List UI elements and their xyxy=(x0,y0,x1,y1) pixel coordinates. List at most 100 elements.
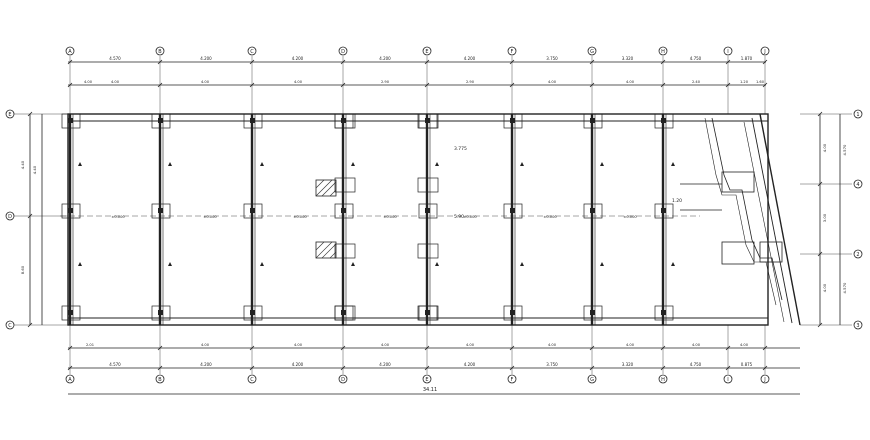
grid-label-top-H: H xyxy=(661,49,665,55)
dim-tick xyxy=(725,59,731,65)
column-pad-6-0 xyxy=(583,113,603,129)
left-dim-2: 8.60 xyxy=(20,265,25,274)
marker-3-1 xyxy=(351,262,355,266)
column-pad-5-1 xyxy=(503,203,523,219)
marker-4-1 xyxy=(435,262,439,266)
column-core-7-2 xyxy=(661,310,666,315)
bottom-spacing-2: 4.200 xyxy=(292,362,304,367)
grid-label-bottom-H: H xyxy=(661,377,665,383)
bottom-spacing-0: 4.570 xyxy=(109,362,121,367)
column-core-6-0 xyxy=(590,118,595,123)
column-pad-5-0 xyxy=(503,113,523,129)
dim-tick xyxy=(817,111,823,117)
column-core-3-0 xyxy=(341,118,346,123)
column-core-7-1 xyxy=(661,208,666,213)
dim-tick xyxy=(424,59,430,65)
top-spacing-6: 3.320 xyxy=(622,56,634,61)
column-core-1-1 xyxy=(158,208,163,213)
bottom-detail-dim-4: 4.00 xyxy=(466,343,475,347)
grid-label-bottom-E: E xyxy=(425,377,428,383)
bottom-spacing-8: 0.875 xyxy=(741,362,753,367)
dim-tick xyxy=(340,365,346,371)
dim-tick xyxy=(509,59,515,65)
bottom-detail-dim-0: 2.01 xyxy=(86,343,94,347)
dim-tick xyxy=(157,59,163,65)
small-room-2 xyxy=(721,241,755,265)
dim-tick xyxy=(67,59,73,65)
grid-label-bottom-F-circle xyxy=(507,374,517,384)
column-pad-5-2 xyxy=(503,305,523,321)
grid-label-bottom-F: F xyxy=(511,377,514,383)
left-dim-1: 4.40 xyxy=(32,165,37,174)
dim-tick xyxy=(157,82,163,88)
grid-label-top-G: G xyxy=(590,49,594,55)
dim-tick xyxy=(762,345,768,351)
grid-label-right-2-circle xyxy=(853,249,863,259)
column-pad-4-1 xyxy=(418,203,438,219)
grid-label-top-F: F xyxy=(511,49,514,55)
dim-tick xyxy=(762,59,768,65)
bottom-spacing-7: 4.750 xyxy=(690,362,702,367)
column-core-0-1 xyxy=(68,208,73,213)
dim-tick xyxy=(340,59,346,65)
marker-6-0 xyxy=(600,162,604,166)
grid-label-right-3: 3 xyxy=(856,323,859,329)
top-detail-dim-6: 4.00 xyxy=(548,80,557,84)
dim-tick xyxy=(725,365,731,371)
grid-label-left-C: C xyxy=(8,323,12,329)
grid-label-top-C-circle xyxy=(247,46,257,56)
column-pad-6-2 xyxy=(583,305,603,321)
column-core-3-2 xyxy=(341,310,346,315)
slanted-wall-outer xyxy=(759,113,801,326)
dim-tick xyxy=(660,365,666,371)
top-spacing-1: 4.200 xyxy=(200,56,212,61)
right-dim-0: 4.00 xyxy=(822,143,827,152)
top-spacing-2: 4.200 xyxy=(292,56,304,61)
total-width-label: 34.11 xyxy=(423,387,437,393)
dim-tick xyxy=(660,345,666,351)
grid-label-right-1-circle xyxy=(853,109,863,119)
dim-tick xyxy=(424,345,430,351)
grid-label-top-E: E xyxy=(425,49,428,55)
marker-5-0 xyxy=(520,162,524,166)
pad-d-3 xyxy=(334,305,356,321)
column-pad-0-1 xyxy=(61,203,81,219)
grid-label-bottom-C: C xyxy=(250,377,254,383)
right-dim-1: 4.570 xyxy=(842,144,847,155)
grid-label-left-D-circle xyxy=(5,211,15,221)
note-height: 3.775 xyxy=(454,146,467,152)
grid-label-top-B: B xyxy=(158,49,162,55)
column-pad-2-1 xyxy=(243,203,263,219)
grid-label-top-D: D xyxy=(341,49,345,55)
room-elevation-label-5: ±0.000 xyxy=(543,215,557,219)
dim-tick xyxy=(424,82,430,88)
bottom-spacing-1: 4.200 xyxy=(200,362,212,367)
pad-d-1 xyxy=(334,177,356,193)
bottom-spacing-4: 4.200 xyxy=(464,362,476,367)
dim-tick xyxy=(660,59,666,65)
top-spacing-8: 1.870 xyxy=(741,56,753,61)
column-pad-0-0 xyxy=(61,113,81,129)
column-core-7-0 xyxy=(661,118,666,123)
note-span: 5.90 xyxy=(454,214,464,220)
dim-tick xyxy=(509,82,515,88)
grid-label-bottom-H-circle xyxy=(658,374,668,384)
slanted-wall-inner xyxy=(751,117,793,324)
grid-label-bottom-D: D xyxy=(341,377,345,383)
grid-label-top-F-circle xyxy=(507,46,517,56)
small-room-3 xyxy=(759,241,783,263)
room-elevation-label-0: ±0.000 xyxy=(111,215,125,219)
dim-tick xyxy=(157,365,163,371)
dim-tick xyxy=(660,82,666,88)
slanted-wall-inner-2 xyxy=(743,121,785,323)
small-room-1 xyxy=(721,171,755,193)
dim-tick xyxy=(725,82,731,88)
grid-label-top-A-circle xyxy=(65,46,75,56)
dim-tick xyxy=(762,82,768,88)
grid-label-bottom-J-circle xyxy=(760,374,770,384)
top-spacing-5: 3.750 xyxy=(546,56,558,61)
dim-tick xyxy=(589,59,595,65)
dim-tick xyxy=(589,345,595,351)
pad-e-1 xyxy=(417,177,439,193)
grid-label-bottom-I: I xyxy=(727,377,728,383)
